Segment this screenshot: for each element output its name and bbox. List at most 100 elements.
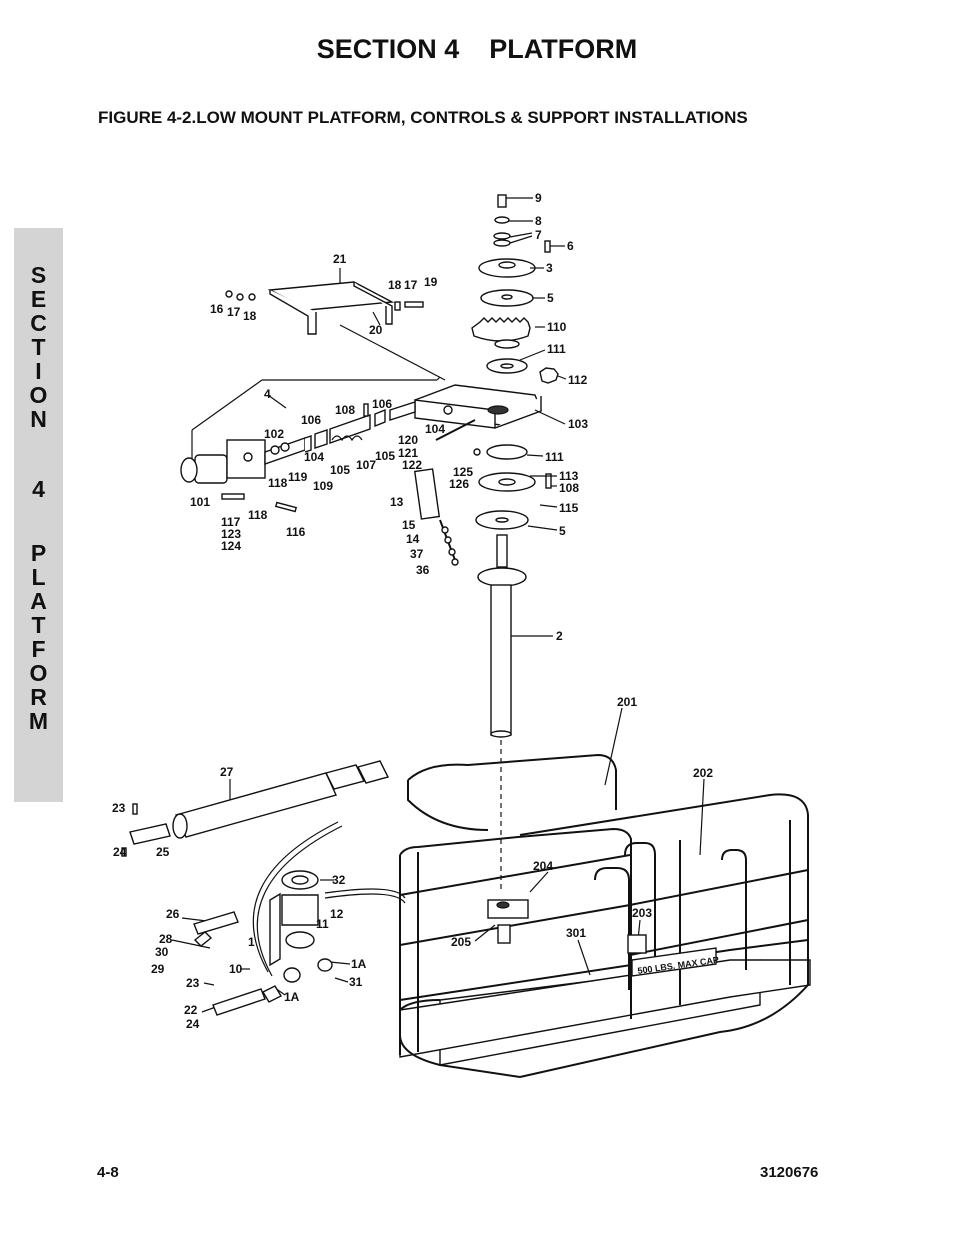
callout-label: 1A — [284, 990, 300, 1004]
callout-label: 32 — [332, 873, 346, 887]
callout-label: 36 — [416, 563, 430, 577]
callout-label: 116 — [286, 525, 306, 539]
callout-label: 124 — [221, 539, 241, 553]
callout-label: 20 — [369, 323, 383, 337]
callout-label: 107 — [356, 458, 376, 472]
callout-label: 23 — [112, 801, 126, 815]
leader-lines — [171, 197, 705, 1013]
washer-111b — [486, 444, 528, 460]
section-tab-letter: P — [30, 540, 47, 566]
callout-label: 28 — [159, 932, 173, 946]
section-tab-letter: L — [31, 564, 46, 590]
callout-label: 17 — [404, 278, 418, 292]
callout-label: 101 — [190, 495, 210, 509]
cylinder-27 — [121, 760, 390, 857]
callout-label: 1 — [248, 935, 255, 949]
section-tab-letter: I — [35, 358, 42, 384]
callout-label: 25 — [156, 845, 170, 859]
callout-label: 122 — [402, 458, 422, 472]
callout-label: 26 — [166, 907, 180, 921]
rotator-bracket — [193, 870, 333, 1016]
section-tab-letter: T — [31, 612, 46, 638]
callout-label: 301 — [566, 926, 586, 940]
callout-label: 102 — [264, 427, 284, 441]
callout-label: 24 — [186, 1017, 200, 1031]
callout-label: 105 — [375, 449, 395, 463]
section-tab-letter: T — [31, 334, 46, 360]
section-tab-letter: F — [31, 636, 46, 662]
control-assembly — [180, 401, 481, 566]
callout-label: 18 — [388, 278, 402, 292]
callout-label: 6 — [567, 239, 574, 253]
section-tab-letter: M — [28, 708, 49, 734]
section-tab-letter: O — [29, 382, 48, 408]
callout-label: 27 — [220, 765, 234, 779]
callout-label: 9 — [535, 191, 542, 205]
section-tab-letter: E — [30, 286, 47, 312]
callout-label: 2 — [556, 629, 563, 643]
callout-label: 11 — [316, 917, 329, 931]
callout-label: 126 — [449, 477, 469, 491]
callout-label: 118 — [268, 476, 288, 490]
callout-label: 10 — [229, 962, 243, 976]
callout-label: 37 — [410, 547, 424, 561]
section-tab-letter: A — [30, 588, 47, 614]
section-tab-letter: N — [30, 406, 47, 432]
callout-label: 3 — [546, 261, 553, 275]
callout-label: 203 — [632, 906, 652, 920]
callout-label: 15 — [402, 518, 416, 532]
callout-label: 110 — [547, 320, 567, 334]
page-number: 4-8 — [97, 1164, 119, 1181]
callout-label: 108 — [559, 481, 579, 495]
section-tab-letter: R — [30, 684, 47, 710]
callout-label: 105 — [330, 463, 350, 477]
callout-label: 109 — [313, 479, 333, 493]
callout-label: 23 — [186, 976, 200, 990]
callout-label: 125 — [453, 465, 473, 479]
section-title: SECTION 4 PLATFORM — [316, 34, 638, 64]
callout-label: 13 — [390, 495, 404, 509]
callout-label: 8 — [535, 214, 542, 228]
callout-label: 24 — [113, 845, 127, 859]
callout-label: 17 — [227, 305, 241, 319]
callout-label: 120 — [398, 433, 418, 447]
callout-label: 104 — [304, 450, 324, 464]
callout-label: 7 — [535, 228, 542, 242]
callout-label: 4 — [264, 387, 271, 401]
callout-label: 111 — [545, 450, 564, 464]
callout-label: 204 — [533, 859, 553, 873]
callout-label: 1A — [351, 957, 367, 971]
callout-label: 117 — [221, 515, 241, 529]
callout-label: 115 — [559, 501, 579, 515]
section-tab-letter: C — [30, 310, 47, 336]
callout-label: 119 — [288, 470, 308, 484]
callout-label: 29 — [151, 962, 165, 976]
platform-basket: 500 LBS. MAX CAP — [399, 753, 811, 1078]
section-tab-letter: O — [29, 660, 48, 686]
callout-label: 205 — [451, 935, 471, 949]
callout-label: 201 — [617, 695, 637, 709]
gear-110 — [471, 317, 531, 342]
callout-label: 108 — [335, 403, 355, 417]
callout-label: 121 — [398, 446, 418, 460]
callout-labels: 9 8 7 6 3 5 110 111 112 103 111 113 108 … — [112, 191, 713, 1031]
section-tab-letter: S — [30, 262, 47, 288]
callout-label: 123 — [221, 527, 241, 541]
callout-label: 5 — [559, 524, 566, 538]
document-number: 3120676 — [760, 1164, 819, 1181]
callout-label: 16 — [210, 302, 224, 316]
callout-label: 30 — [155, 945, 169, 959]
nut-112 — [539, 367, 559, 384]
section-tab-letter: 4 — [32, 476, 45, 502]
post-2 — [490, 584, 512, 736]
callout-label: 118 — [248, 508, 268, 522]
washer-8 — [494, 216, 510, 224]
section-tab: S E C T I O N 4 P L A T F O R M — [14, 228, 63, 802]
figure-title: FIGURE 4-2.LOW MOUNT PLATFORM, CONTROLS … — [98, 108, 748, 127]
callout-label: 111 — [547, 342, 566, 356]
callout-label: 19 — [424, 275, 438, 289]
callout-label: 112 — [568, 373, 588, 387]
cover-plate-21 — [225, 281, 424, 335]
callout-label: 5 — [547, 291, 554, 305]
